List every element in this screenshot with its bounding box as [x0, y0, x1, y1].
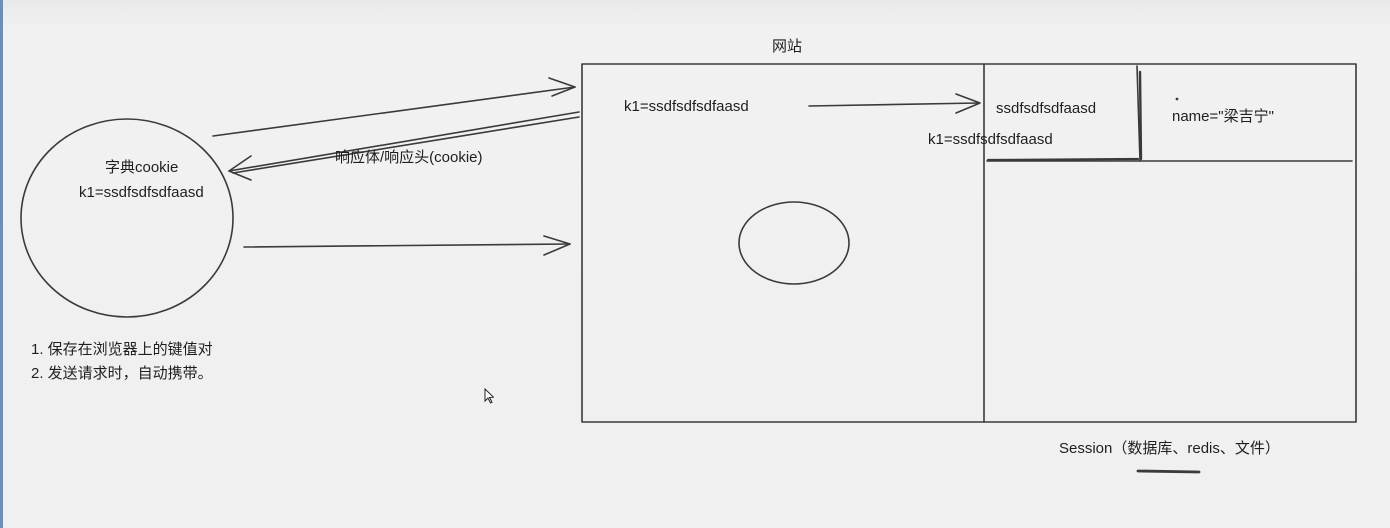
response-arrow: [228, 111, 580, 172]
browser-circle: [20, 118, 234, 318]
session-key-cell: ssdfsdfsdfaasd: [996, 100, 1097, 117]
website-cookie-value: k1=ssdfsdfsdfaasd: [624, 98, 749, 115]
request-arrow-head: [548, 77, 576, 97]
response-arrow-head: [228, 155, 252, 181]
note-item-2: 2. 发送请求时，自动携带。: [31, 365, 213, 382]
session-table-column-line-bold: [1138, 70, 1143, 161]
cookie-dict-title: 字典cookie: [105, 159, 179, 176]
sketch-drawing: [20, 63, 1357, 474]
request-arrow: [212, 86, 576, 137]
session-key-underline: [986, 157, 1140, 162]
website-title: 网站: [772, 38, 803, 55]
session-caption-underline: [1136, 469, 1201, 474]
lookup-arrow-head: [955, 93, 981, 114]
second-request-arrow-head: [543, 235, 571, 256]
session-overlap-text: k1=ssdfsdfsdfaasd: [928, 131, 1053, 148]
website-oval: [738, 201, 850, 285]
session-table-column-line: [1136, 65, 1141, 162]
cookie-entry: k1=ssdfsdfsdfaasd: [79, 184, 204, 201]
lookup-arrow: [808, 102, 980, 107]
website-box: [581, 63, 1357, 423]
second-request-arrow: [243, 243, 571, 248]
mouse-pointer-icon: [484, 388, 494, 404]
session-caption: Session（数据库、redis、文件）: [1059, 440, 1280, 457]
value-dot: [1175, 97, 1179, 101]
response-label: 响应体/响应头(cookie): [335, 149, 483, 166]
session-value-cell: name="梁吉宁": [1172, 108, 1274, 125]
note-item-1: 1. 保存在浏览器上的键值对: [31, 341, 213, 358]
response-arrow-line-2: [232, 116, 580, 174]
